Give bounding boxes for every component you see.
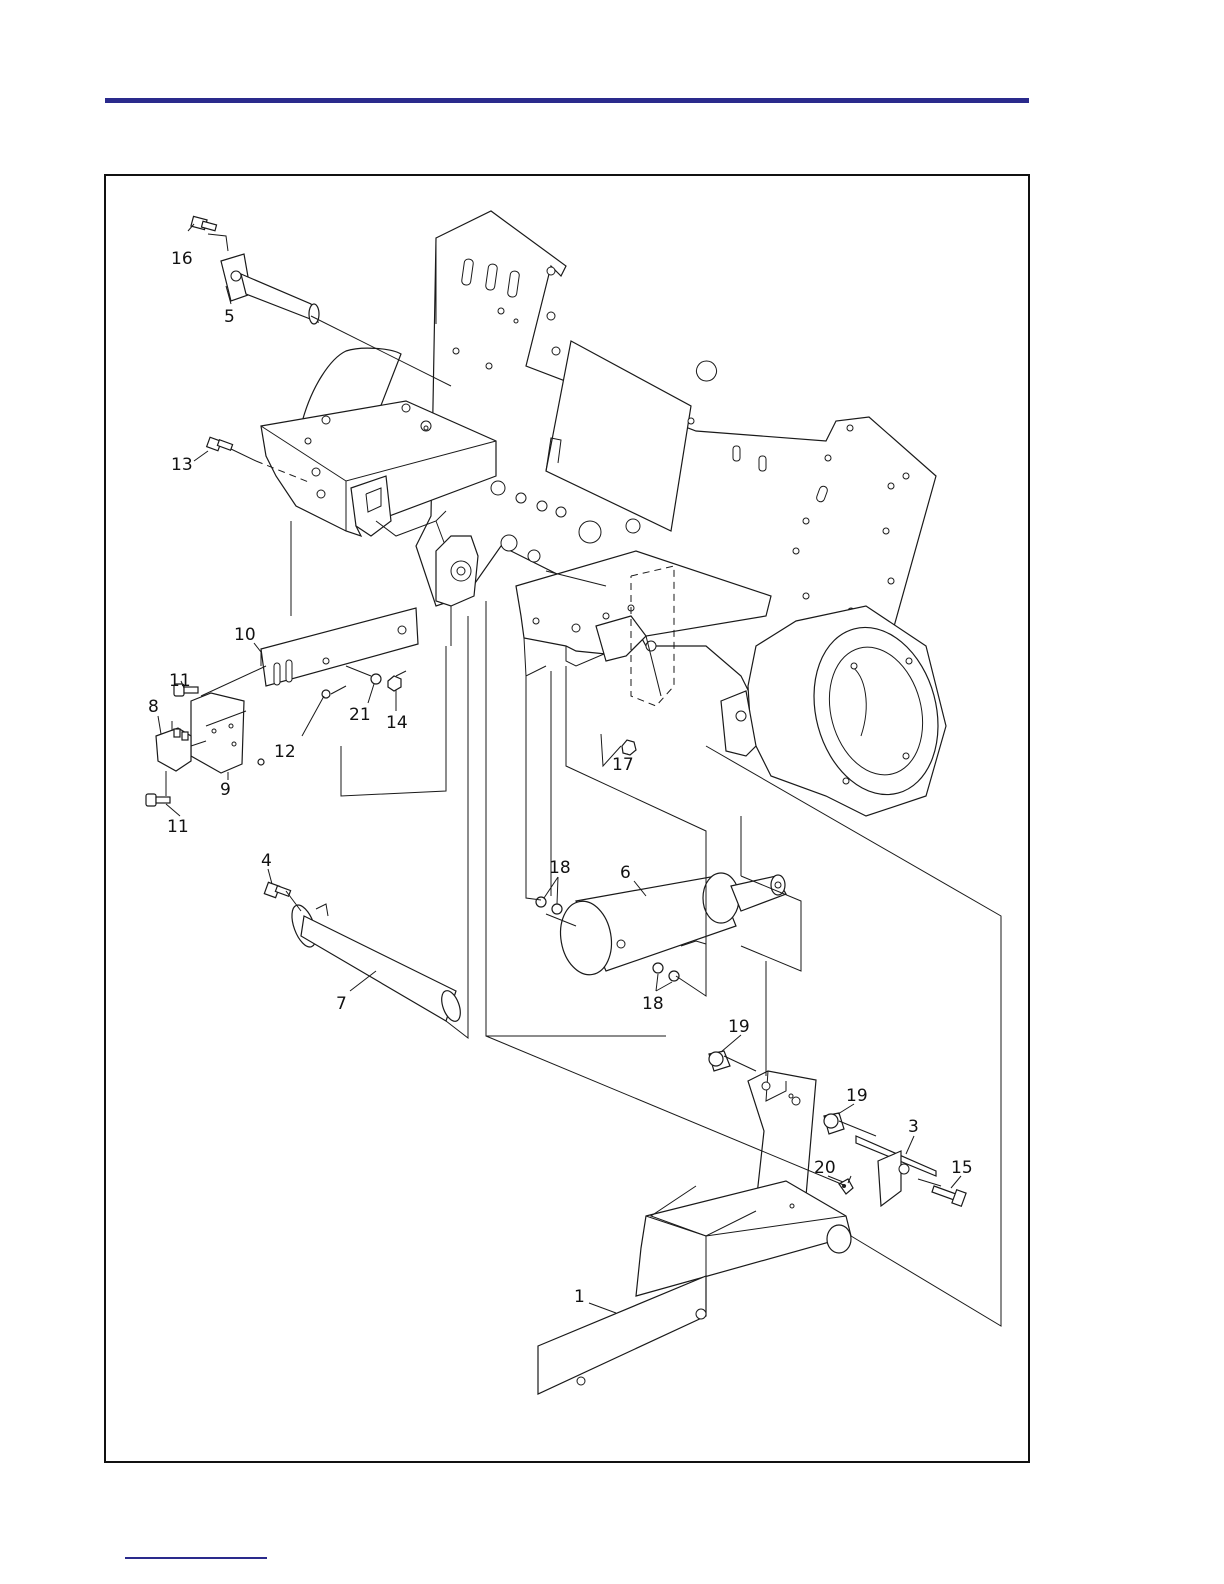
- part-21-washer: [371, 674, 381, 684]
- callout-1: 1: [574, 1287, 585, 1307]
- part-9-bracket: [191, 693, 244, 773]
- part-5-shaft: [221, 254, 319, 324]
- callout-11b: 11: [167, 817, 189, 837]
- footer-rule: [125, 1557, 267, 1559]
- part-17-nut: [622, 740, 636, 755]
- callout-11a: 11: [169, 671, 191, 691]
- callout-19b: 19: [846, 1086, 868, 1106]
- parts-diagram-frame: 16 5 13 10 11 8 12 21 14 9 11 4 7 17 18 …: [104, 174, 1030, 1463]
- callout-17: 17: [612, 755, 634, 775]
- part-4-screw: [264, 882, 290, 897]
- part-19-bushing-b: [824, 1113, 844, 1134]
- part-18-washer-b: [552, 904, 562, 914]
- callout-5: 5: [224, 307, 235, 327]
- part-18-washer-c: [653, 963, 663, 973]
- part-15-bolt: [932, 1186, 966, 1206]
- callout-4: 4: [261, 851, 272, 871]
- callout-9: 9: [220, 780, 231, 800]
- part-3-plate: [856, 1136, 936, 1206]
- exploded-parts-diagram: 16 5 13 10 11 8 12 21 14 9 11 4 7 17 18 …: [106, 176, 1028, 1461]
- callout-21: 21: [349, 705, 371, 725]
- part-16-screw: [191, 216, 217, 230]
- callout-18b: 18: [642, 994, 664, 1014]
- washer-small: [258, 759, 264, 765]
- part-18-washer-a: [536, 897, 546, 907]
- callout-13: 13: [171, 455, 193, 475]
- part-13-screw: [207, 437, 233, 451]
- center-flange: [436, 536, 478, 606]
- header-rule: [105, 98, 1029, 103]
- part-6-cylinder: [555, 873, 786, 979]
- part-14-nut: [388, 676, 401, 691]
- part-1-arm: [538, 1071, 851, 1394]
- callout-10: 10: [234, 625, 256, 645]
- callout-14: 14: [386, 713, 408, 733]
- callout-16: 16: [171, 249, 193, 269]
- callout-8: 8: [148, 697, 159, 717]
- part-19-bushing-a: [709, 1051, 730, 1071]
- callout-15: 15: [951, 1158, 973, 1178]
- callout-7: 7: [336, 994, 347, 1014]
- part-10-plate: [261, 608, 418, 686]
- callout-19a: 19: [728, 1017, 750, 1037]
- callout-20: 20: [814, 1158, 836, 1178]
- callout-3: 3: [908, 1117, 919, 1137]
- callout-12: 12: [274, 742, 296, 762]
- callout-6: 6: [620, 863, 631, 883]
- part-7-shaft: [287, 902, 464, 1024]
- callout-18a: 18: [549, 858, 571, 878]
- part-18-washer-d: [669, 971, 679, 981]
